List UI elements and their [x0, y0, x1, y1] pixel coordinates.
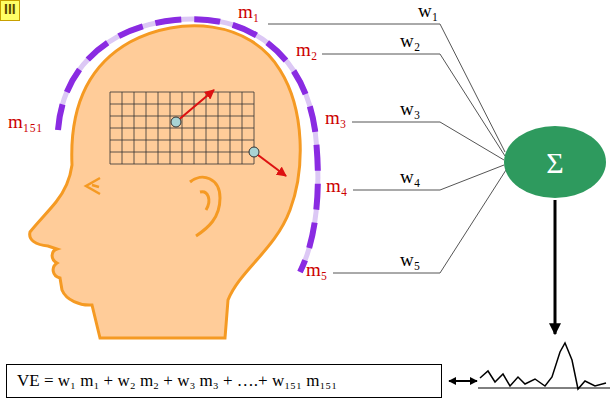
source-dot: [249, 147, 259, 157]
sensor-label: m₃: [325, 108, 346, 129]
weight-line: [353, 165, 504, 190]
sum-ellipse: Σ: [503, 125, 607, 199]
sensor-label: m₁: [238, 2, 259, 23]
head-silhouette: [30, 26, 301, 338]
source-grid: [110, 92, 254, 164]
weight-line: [322, 54, 505, 156]
weight-lines: [268, 24, 506, 273]
formula-box: VE = w₁ m₁ + w₂ m₂ + w₃ m₃ + ….+ w₁₅₁ m₁…: [6, 364, 442, 398]
weight-label: w₅: [400, 250, 420, 271]
formula-text: VE = w₁ m₁ + w₂ m₂ + w₃ m₃ + ….+ w₁₅₁ m₁…: [17, 372, 337, 391]
weight-label: w₄: [400, 167, 420, 188]
slide-number: III: [4, 2, 16, 17]
sensor-label: m₂: [296, 40, 317, 61]
source-dot: [171, 117, 181, 127]
sum-symbol: Σ: [546, 146, 563, 179]
dipole-arrow: [254, 152, 286, 176]
slide-tag: III: [0, 0, 20, 21]
weight-label: w₃: [400, 99, 420, 120]
weight-line: [352, 122, 504, 160]
weight-line: [268, 24, 505, 152]
eye: [86, 178, 100, 194]
output-arrow: [554, 200, 557, 334]
ear: [190, 177, 220, 236]
sensor-label: m₅: [306, 260, 327, 281]
sensor-label: m₁₅₁: [8, 112, 43, 133]
weight-label: w₁: [418, 1, 438, 22]
sensor-dashes: [58, 19, 318, 272]
sum-ellipse-shape: [504, 126, 606, 198]
equivalence-arrow: [449, 380, 477, 382]
dipole-arrow: [176, 90, 214, 122]
waveform: [480, 343, 606, 389]
weight-label: w₂: [400, 31, 420, 52]
sensor-label: m₄: [326, 176, 347, 197]
sensor-arc: [58, 19, 318, 272]
waveform-baseline: [478, 388, 610, 389]
